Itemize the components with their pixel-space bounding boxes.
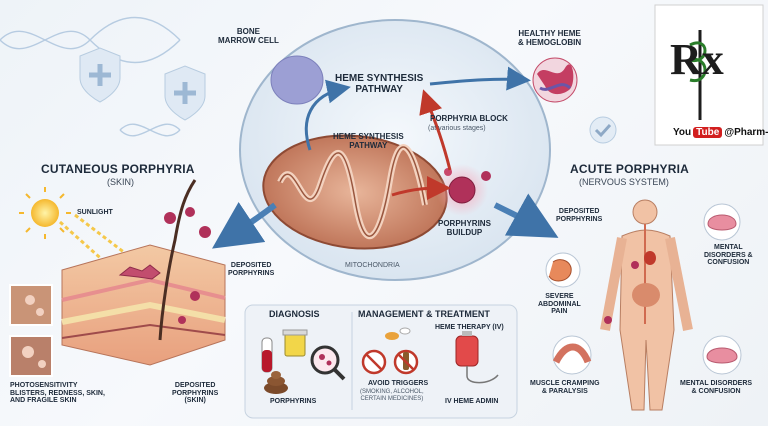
buildup-arrow — [391, 176, 451, 201]
cutaneous-subtitle: (SKIN) — [107, 177, 134, 187]
stool-sample-icon — [264, 371, 288, 394]
to-cutaneous-arrow — [212, 202, 277, 249]
brain-icon — [703, 203, 741, 241]
pills-icon — [385, 327, 411, 340]
pathway-arrow-up — [304, 79, 351, 151]
youtube-right: Tube — [693, 127, 723, 138]
management-title: MANAGEMENT & TREATMENT — [358, 309, 490, 319]
checkmark-shield-icon — [589, 116, 617, 144]
to-acute-arrow — [493, 193, 559, 238]
porphyria-block-label: PORPHYRIA BLOCK — [430, 114, 508, 123]
diagnosis-title: DIAGNOSIS — [269, 309, 320, 319]
bone-marrow-nucleus — [270, 55, 324, 105]
acute-title: ACUTE PORPHYRIA — [570, 162, 690, 176]
shield-icon — [164, 65, 206, 121]
stomach-icon — [545, 252, 581, 288]
avoid-triggers-label: AVOID TRIGGERS — [368, 380, 429, 387]
muscle-icon — [552, 335, 592, 375]
no-alcohol-icon — [393, 349, 419, 375]
porphyria-block-sub-label: (at various stages) — [428, 125, 486, 132]
diagnosis-porphyrins-label: PORPHYRINS — [270, 398, 317, 405]
dna-helix-decoration — [0, 16, 181, 137]
mitochondrion — [262, 134, 448, 250]
no-smoking-icon — [361, 349, 387, 375]
hemoglobin-molecule — [532, 57, 578, 103]
heme-out-arrow — [429, 66, 531, 91]
blister-photo-top — [9, 284, 53, 326]
human-body-figure — [600, 199, 693, 411]
block-arrow — [419, 89, 452, 171]
mitochondria-label: MITOCHONDRIA — [345, 262, 400, 269]
cutaneous-title: CUTANEOUS PORPHYRIA — [41, 162, 195, 176]
blood-tube-icon — [261, 337, 273, 373]
muscle-cramping-label: MUSCLE CRAMPING& PARALYSIS — [530, 380, 600, 395]
pharm-up-logo — [654, 4, 764, 146]
magnifier-icon — [310, 345, 346, 381]
acute-subtitle: (NERVOUS SYSTEM) — [579, 177, 669, 187]
healthy-heme-label: HEALTHY HEME& HEMOGLOBIN — [518, 29, 582, 47]
avoid-triggers-sub-label: (SMOKING, ALCOHOL,CERTAIN MEDICINES) — [360, 389, 424, 402]
rx-logo-letters: Rx — [670, 35, 724, 84]
brain-icon — [702, 335, 742, 375]
iv-bag-icon — [455, 331, 499, 384]
youtube-handle-text: @Pharm-Up — [724, 127, 768, 138]
shield-icon — [79, 47, 121, 103]
urine-cup-icon — [282, 329, 308, 357]
skin-cross-section — [19, 179, 226, 366]
iv-heme-admin-label: IV HEME ADMIN — [445, 398, 499, 405]
mental-disorders-label-2: MENTAL DISORDERS& CONFUSION — [680, 380, 753, 395]
heme-therapy-label: HEME THERAPY (IV) — [435, 324, 504, 331]
youtube-left: You — [673, 127, 692, 138]
sunlight-label: SUNLIGHT — [77, 209, 113, 216]
